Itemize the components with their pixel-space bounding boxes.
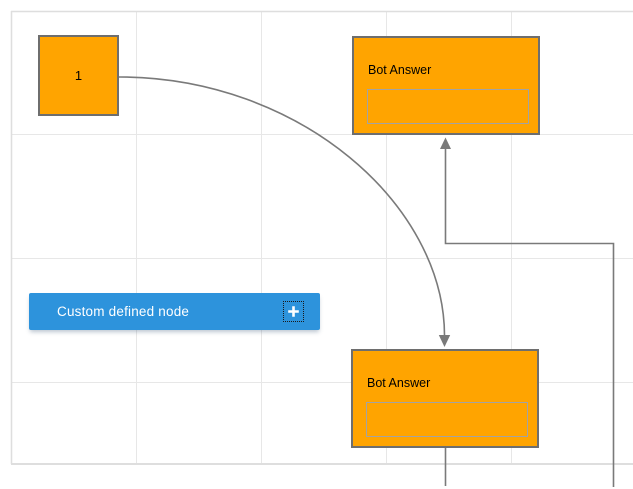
arrowhead-up-icon xyxy=(440,137,451,149)
node-start-label: 1 xyxy=(74,68,83,83)
connector-offscreen-to-top-bot[interactable] xyxy=(440,137,615,488)
bot-answer-input[interactable] xyxy=(366,402,528,437)
plus-icon xyxy=(288,306,299,317)
connector-start-to-bottom-bot[interactable] xyxy=(118,76,451,347)
bot-answer-input[interactable] xyxy=(367,89,529,124)
canvas-border xyxy=(10,10,633,465)
add-node-button[interactable] xyxy=(283,301,304,322)
node-custom-defined[interactable]: Custom defined node xyxy=(29,293,320,330)
node-title: Bot Answer xyxy=(368,63,432,77)
node-bot-answer-top[interactable]: Bot Answer xyxy=(352,36,540,135)
arrowhead-down-icon xyxy=(438,335,451,347)
node-custom-label: Custom defined node xyxy=(57,304,190,319)
node-bot-answer-bottom[interactable]: Bot Answer xyxy=(351,349,539,448)
node-start[interactable]: 1 xyxy=(38,35,119,116)
node-title: Bot Answer xyxy=(367,376,431,390)
